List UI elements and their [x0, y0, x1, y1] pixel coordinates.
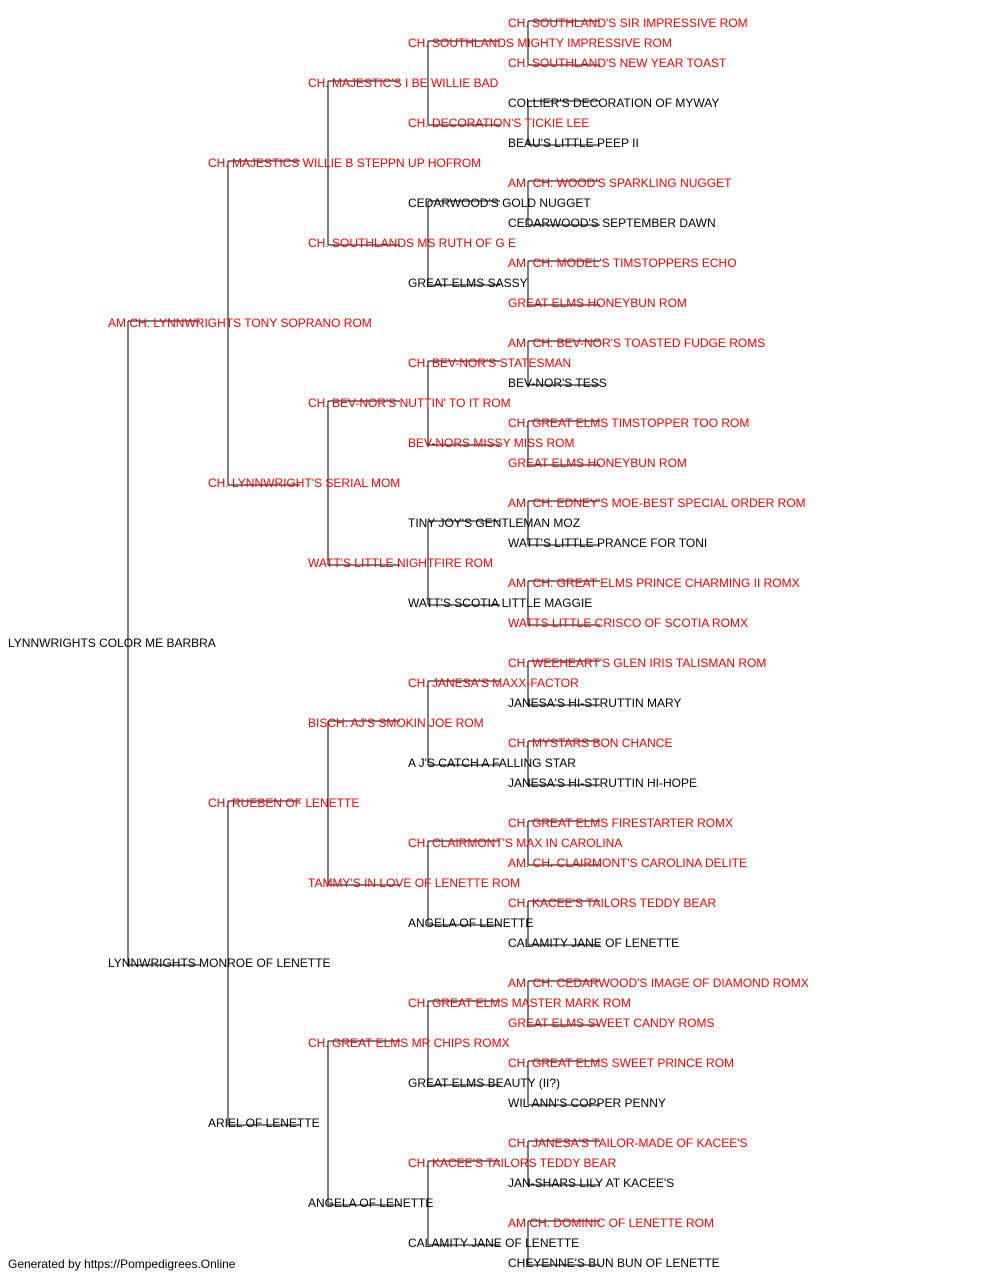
pedigree-entry: CH. BEV-NOR'S STATESMAN	[408, 356, 571, 370]
pedigree-entry: CH. GREAT ELMS SWEET PRINCE ROM	[508, 1056, 734, 1070]
pedigree-entry: CH. GREAT ELMS FIRESTARTER ROMX	[508, 816, 733, 830]
pedigree-entry: WATT'S LITTLE NIGHTFIRE ROM	[308, 556, 493, 570]
pedigree-connectors	[127, 20, 600, 1266]
pedigree-entry: CH. SOUTHLAND'S SIR IMPRESSIVE ROM	[508, 16, 748, 30]
pedigree-entry: BEV-NORS MISSY MISS ROM	[408, 436, 574, 450]
pedigree-entry: CH. KACEE'S TAILORS TEDDY BEAR	[508, 896, 716, 910]
pedigree-entry: GREAT ELMS HONEYBUN ROM	[508, 456, 687, 470]
pedigree-entry: TAMMY'S IN LOVE OF LENETTE ROM	[308, 876, 520, 890]
pedigree-entry: AM. CH. BEV-NOR'S TOASTED FUDGE ROMS	[508, 336, 765, 350]
pedigree-entry: CH. MYSTARS BON CHANCE	[508, 736, 672, 750]
pedigree-entry: WATT'S SCOTIA LITTLE MAGGIE	[408, 596, 592, 610]
pedigree-entry: AM. CH. CLAIRMONT'S CAROLINA DELITE	[508, 856, 747, 870]
pedigree-entry: CH. MAJESTIC'S I BE WILLIE BAD	[308, 76, 499, 90]
pedigree-entry: CEDARWOOD'S SEPTEMBER DAWN	[508, 216, 716, 230]
pedigree-entry: CH. LYNNWRIGHT'S SERIAL MOM	[208, 476, 400, 490]
pedigree-entry: CH. GREAT ELMS TIMSTOPPER TOO ROM	[508, 416, 749, 430]
pedigree-entry: JANESA'S HI-STRUTTIN HI-HOPE	[508, 776, 697, 790]
pedigree-entry: BISCH. AJ'S SMOKIN JOE ROM	[308, 716, 484, 730]
pedigree-entry: CH. RUEBEN OF LENETTE	[208, 796, 359, 810]
pedigree-entry: CHEYENNE'S BUN BUN OF LENETTE	[508, 1256, 720, 1270]
pedigree-entry: AM. CH. MODEL'S TIMSTOPPERS ECHO	[508, 256, 737, 270]
pedigree-entry: COLLIER'S DECORATION OF MYWAY	[508, 96, 719, 110]
pedigree-entry: ARIEL OF LENETTE	[208, 1116, 320, 1130]
pedigree-entry: GREAT ELMS SWEET CANDY ROMS	[508, 1016, 714, 1030]
pedigree-entry: GREAT ELMS HONEYBUN ROM	[508, 296, 687, 310]
pedigree-entry: CALAMITY JANE OF LENETTE	[508, 936, 679, 950]
generated-by-footer: Generated by https://Pompedigrees.Online	[8, 1257, 236, 1271]
pedigree-entry: AM. CH. WOOD'S SPARKLING NUGGET	[508, 176, 732, 190]
pedigree-entry: CH. CLAIRMONT'S MAX IN CAROLINA	[408, 836, 622, 850]
pedigree-entry: CH. JANESA'S TAILOR-MADE OF KACEE'S	[508, 1136, 748, 1150]
pedigree-entry: AM CH. LYNNWRIGHTS TONY SOPRANO ROM	[108, 316, 372, 330]
pedigree-entry: CH. SOUTHLANDS MS RUTH OF G E	[308, 236, 516, 250]
pedigree-entry: AM. CH. CEDARWOOD'S IMAGE OF DIAMOND ROM…	[508, 976, 809, 990]
pedigree-entry: ANGELA OF LENETTE	[308, 1196, 433, 1210]
pedigree-entry: GREAT ELMS BEAUTY (II?)	[408, 1076, 560, 1090]
pedigree-entry: CH. GREAT ELMS MR CHIPS ROMX	[308, 1036, 510, 1050]
pedigree-labels: LYNNWRIGHTS COLOR ME BARBRA AM CH. LYNNWR…	[8, 16, 809, 1270]
pedigree-entry: TINY JOY'S GENTLEMAN MOZ	[408, 516, 580, 530]
pedigree-entry: BEAU'S LITTLE PEEP II	[508, 136, 639, 150]
pedigree-entry: CH. GREAT ELMS MASTER MARK ROM	[408, 996, 631, 1010]
pedigree-entry: WATT'S LITTLE PRANCE FOR TONI	[508, 536, 707, 550]
pedigree-entry: AM CH. DOMINIC OF LENETTE ROM	[508, 1216, 714, 1230]
pedigree-entry: CEDARWOOD'S GOLD NUGGET	[408, 196, 591, 210]
pedigree-entry: LYNNWRIGHTS COLOR ME BARBRA	[8, 636, 216, 650]
pedigree-entry: CH. KACEE'S TAILORS TEDDY BEAR	[408, 1156, 616, 1170]
pedigree-entry: AM. CH. EDNEY'S MOE-BEST SPECIAL ORDER R…	[508, 496, 806, 510]
pedigree-entry: CH. DECORATION'S TICKIE LEE	[408, 116, 589, 130]
pedigree-entry: A J'S CATCH A FALLING STAR	[408, 756, 576, 770]
pedigree-entry: WIL ANN'S COPPER PENNY	[508, 1096, 666, 1110]
pedigree-entry: JANESA'S HI-STRUTTIN MARY	[508, 696, 681, 710]
pedigree-entry: CH. BEV-NOR'S NUTTIN' TO IT ROM	[308, 396, 511, 410]
pedigree-entry: BEV-NOR'S TESS	[508, 376, 607, 390]
pedigree-entry: CH. JANESA'S MAXX-FACTOR	[408, 676, 579, 690]
pedigree-entry: CH. SOUTHLAND'S NEW YEAR TOAST	[508, 56, 727, 70]
pedigree-entry: AM. CH. GREAT ELMS PRINCE CHARMING II RO…	[508, 576, 800, 590]
pedigree-entry: GREAT ELMS SASSY	[408, 276, 528, 290]
pedigree-entry: CH. SOUTHLANDS MIGHTY IMPRESSIVE ROM	[408, 36, 672, 50]
pedigree-entry: CALAMITY JANE OF LENETTE	[408, 1236, 579, 1250]
pedigree-entry: ANGELA OF LENETTE	[408, 916, 533, 930]
pedigree-entry: JAN-SHARS LILY AT KACEE'S	[508, 1176, 674, 1190]
pedigree-entry: LYNNWRIGHTS MONROE OF LENETTE	[108, 956, 330, 970]
pedigree-entry: WATTS LITTLE CRISCO OF SCOTIA ROMX	[508, 616, 748, 630]
pedigree-entry: CH. WEEHEART'S GLEN IRIS TALISMAN ROM	[508, 656, 766, 670]
pedigree-entry: CH. MAJESTICS WILLIE B STEPPN UP HOFROM	[208, 156, 481, 170]
